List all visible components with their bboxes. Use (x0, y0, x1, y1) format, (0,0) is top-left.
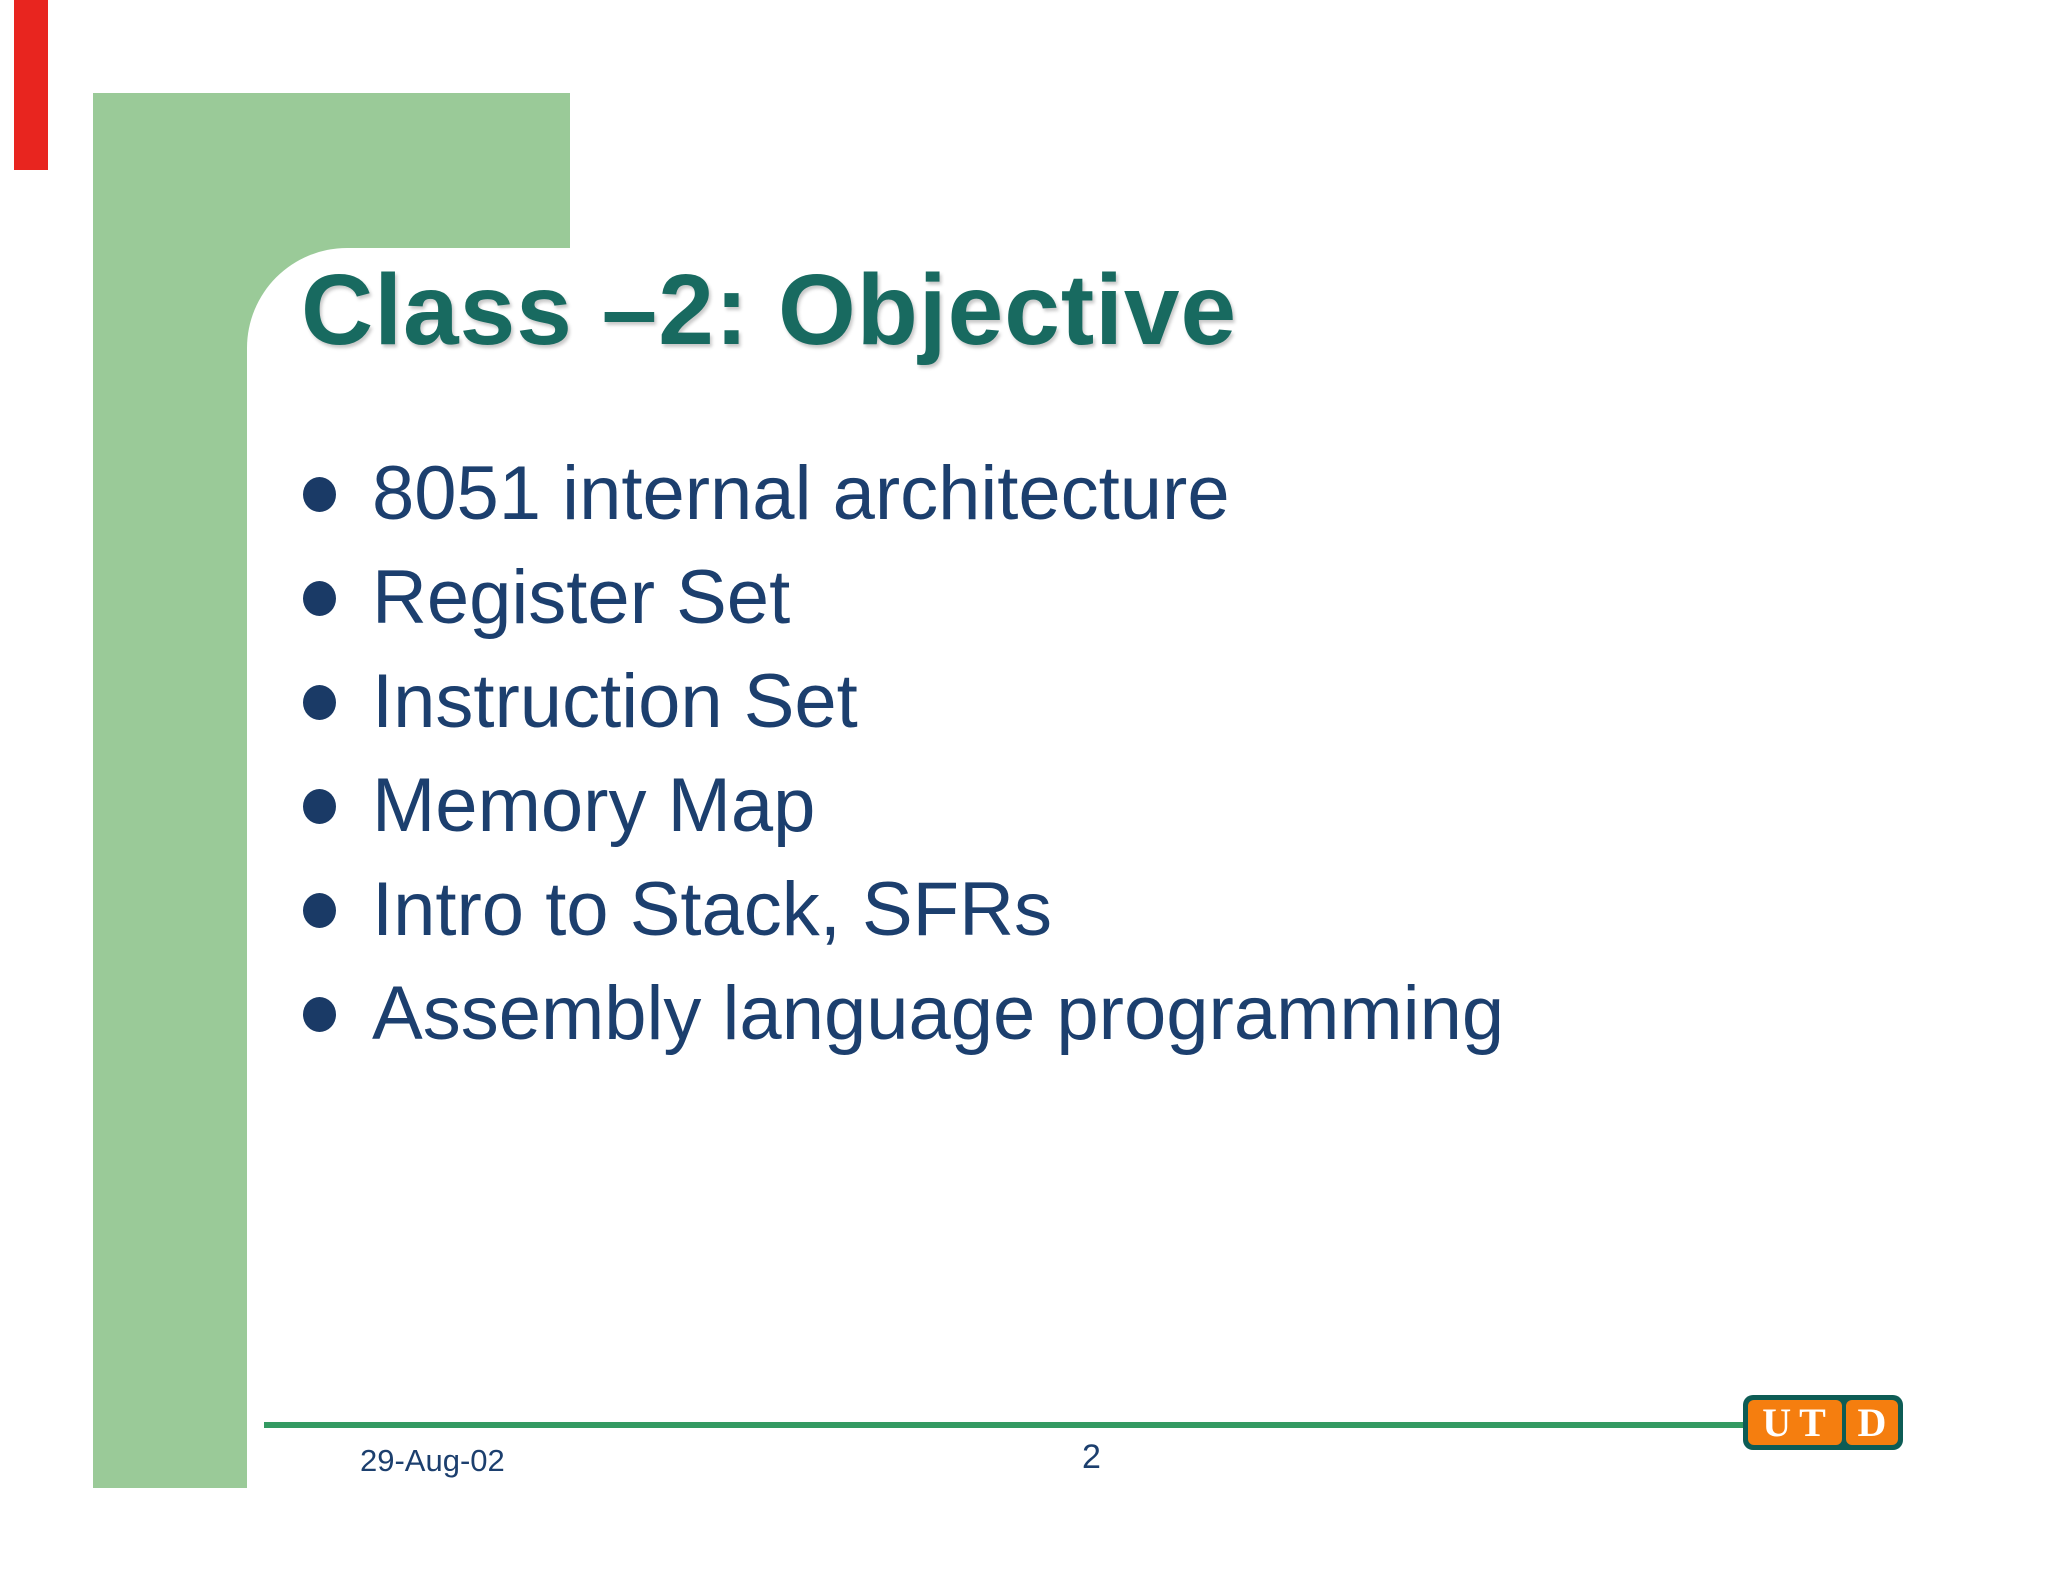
bullet-text: Instruction Set (372, 658, 858, 744)
bullet-icon (303, 684, 336, 720)
bullet-text: Intro to Stack, SFRs (372, 866, 1052, 952)
page-number: 2 (1082, 1438, 1101, 1476)
utd-logo-d-box: D (1846, 1400, 1898, 1445)
slide-title: Class –2: Objective (301, 254, 1238, 366)
bullet-text: Register Set (372, 554, 791, 640)
bullet-item: Memory Map (303, 753, 1803, 857)
bullet-item: Instruction Set (303, 649, 1803, 753)
footer-divider-line (264, 1422, 1743, 1428)
utd-logo: UT D (1743, 1395, 1903, 1450)
footer-date: 29-Aug-02 (360, 1443, 505, 1478)
bullet-item: 8051 internal architecture (303, 441, 1803, 545)
slide-content-pane (247, 248, 2048, 1582)
bullet-item: Assembly language programming (303, 961, 1803, 1065)
red-accent-bar (14, 0, 48, 170)
bullet-list: 8051 internal architecture Register Set … (303, 441, 1803, 1065)
bullet-item: Intro to Stack, SFRs (303, 857, 1803, 961)
bullet-icon (303, 580, 336, 616)
bullet-icon (303, 476, 336, 512)
bullet-icon (303, 788, 336, 824)
bullet-icon (303, 892, 336, 928)
utd-logo-ut-box: UT (1748, 1400, 1842, 1445)
bullet-text: Memory Map (372, 762, 816, 848)
bullet-item: Register Set (303, 545, 1803, 649)
bullet-icon (303, 996, 336, 1032)
bullet-text: 8051 internal architecture (372, 450, 1230, 536)
bullet-text: Assembly language programming (372, 970, 1505, 1056)
